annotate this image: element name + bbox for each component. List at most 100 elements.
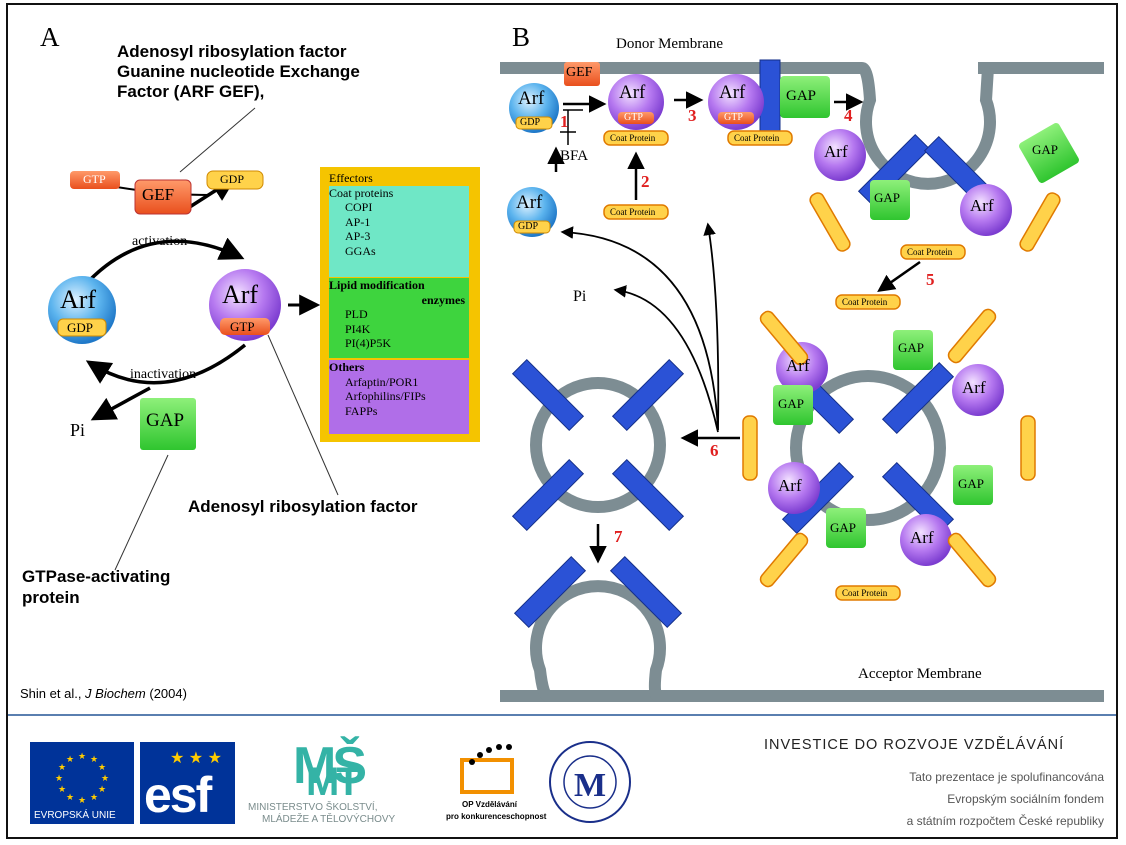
pi-label: Pi	[70, 420, 86, 440]
gef-label: GEF	[142, 185, 175, 204]
others-item: FAPPs	[345, 403, 378, 418]
acceptor-membrane-label: Acceptor Membrane	[858, 666, 982, 682]
gtp-label: GTP	[624, 112, 643, 123]
arf-right-nucleotide: GTP	[230, 319, 255, 334]
gap-label: GAP	[830, 520, 857, 535]
cargo-label: cargo	[764, 12, 774, 31]
coat-item: COPI	[345, 200, 373, 214]
gap-label: GAP	[146, 410, 185, 431]
arf-label: Arf	[962, 378, 986, 397]
effectors-box: Effectors Coat proteins COPI AP-1 AP-3 G…	[320, 167, 480, 442]
donor-membrane-label: Donor Membrane	[616, 36, 724, 52]
step-7-label: 7	[614, 527, 623, 546]
uncoated-vesicle	[530, 377, 666, 513]
gap-label: GAP	[874, 190, 901, 205]
lipid-item: PI(4)P5K	[345, 336, 392, 350]
msmt-line-1: MINISTERSTVO ŠKOLSTVÍ,	[248, 802, 378, 813]
gef-protein	[564, 62, 600, 86]
esf-logo: ★ ★ ★ esf	[140, 742, 235, 824]
panel-a-diagram	[48, 107, 339, 571]
coat-protein-label: Coat Protein	[842, 297, 888, 307]
svg-text:★: ★	[66, 755, 74, 765]
citation: Shin et al., J Biochem (2004)	[20, 686, 187, 701]
svg-text:★: ★	[55, 774, 63, 784]
arf-label: Arf	[786, 356, 810, 375]
coat-title: Coat proteins	[329, 185, 394, 200]
gef-leader-line	[179, 107, 256, 173]
gap-protein	[780, 76, 830, 118]
masaryk-university-seal: M	[548, 740, 632, 824]
coat-item: AP-1	[345, 214, 371, 229]
gdp-label: GDP	[518, 221, 539, 232]
activation-label: activation	[132, 234, 188, 249]
panel-b-letter: B	[512, 22, 531, 52]
lipid-item: PLD	[345, 307, 368, 321]
gtp-tag-label: GTP	[83, 172, 106, 186]
gtp-tag	[70, 171, 120, 189]
step-5-arrow	[877, 260, 921, 293]
step-3-label: 3	[688, 106, 697, 125]
lipid-title: Lipid modification	[329, 278, 425, 292]
activation-arrow	[83, 237, 245, 287]
effectors-title: Effectors	[320, 171, 478, 186]
svg-text:★: ★	[66, 793, 74, 803]
lipid-section: Lipid modification enzymes PLD PI4K PI(4…	[329, 278, 469, 358]
arf-label: Arf	[910, 528, 934, 547]
msmt-line-2: MLÁDEŽE A TĚLOVÝCHOVY	[262, 814, 396, 825]
svg-text:M: M	[574, 767, 606, 804]
svg-text:★: ★	[98, 785, 106, 795]
coat-item: GGAs	[345, 243, 376, 258]
gdp-tag	[206, 170, 264, 190]
svg-text:★: ★	[78, 752, 86, 762]
coat-protein-label: Coat Protein	[610, 133, 656, 143]
eu-label: EVROPSKÁ UNIE	[34, 810, 116, 821]
step-6-label: 6	[710, 441, 719, 460]
gap-caption-line-2: protein	[22, 588, 80, 607]
panel-b-diagram	[500, 59, 1104, 702]
pi-label: Pi	[573, 288, 587, 305]
arf-left-label: Arf	[60, 285, 97, 314]
svg-text:★: ★	[98, 763, 106, 773]
slide-frame	[6, 3, 1118, 839]
gap-label: GAP	[1032, 142, 1059, 157]
footer-line-2: Evropským sociálním fondem	[947, 792, 1104, 806]
footer-line-1: Tato prezentace je spolufinancována	[909, 770, 1104, 784]
step-1-label: 1	[560, 112, 569, 131]
gap-leader-line	[114, 454, 169, 571]
arf-gdp-protein	[509, 83, 559, 133]
gtp-label: GTP	[724, 112, 743, 123]
svg-text:★: ★	[78, 796, 86, 806]
others-item: Arfaptin/POR1	[345, 374, 419, 389]
inactivation-label: inactivation	[130, 367, 197, 382]
lipid-title-2: enzymes	[421, 292, 465, 307]
inactivation-arrow	[85, 343, 247, 385]
gap-label: GAP	[898, 340, 925, 355]
arf-right-label: Arf	[222, 280, 259, 309]
coat-protein-label: Coat Protein	[734, 133, 780, 143]
footer-divider	[8, 714, 1116, 716]
coat-proteins-section: Effectors Coat proteins COPI AP-1 AP-3 G…	[320, 171, 478, 277]
gap-caption-line-1: GTPase-activating	[22, 567, 171, 586]
arf-label: Arf	[619, 82, 646, 103]
gap-box	[140, 398, 196, 450]
fusing-vesicle	[530, 580, 666, 702]
acceptor-membrane	[500, 690, 1104, 702]
footer-line-3: a státním rozpočtem České republiky	[906, 814, 1104, 828]
footer-heading: INVESTICE DO ROZVOJE VZDĚLÁVÁNÍ	[764, 737, 1065, 753]
arf-leader-line	[267, 334, 339, 496]
svg-text:★: ★	[90, 755, 98, 765]
op-logo: OP Vzdělávání pro konkurenceschopnost	[442, 742, 546, 828]
gef-caption-line-3: Factor (ARF GEF),	[117, 82, 265, 101]
svg-text:★: ★	[101, 774, 109, 784]
coat-protein-label: Coat Protein	[842, 588, 888, 598]
step-4-label: 4	[844, 106, 853, 125]
op-line-2: pro konkurenceschopnost	[446, 812, 547, 821]
gef-box	[134, 179, 192, 215]
gap-label: GAP	[778, 396, 805, 411]
gef-caption-line-2: Guanine nucleotide Exchange	[117, 62, 360, 81]
panel-a-letter: A	[40, 22, 60, 52]
pi-release-arrow	[90, 386, 151, 421]
gdp-tag-label: GDP	[220, 172, 245, 186]
coat-protein-label: Coat Protein	[610, 207, 656, 217]
arf-label: Arf	[824, 142, 848, 161]
